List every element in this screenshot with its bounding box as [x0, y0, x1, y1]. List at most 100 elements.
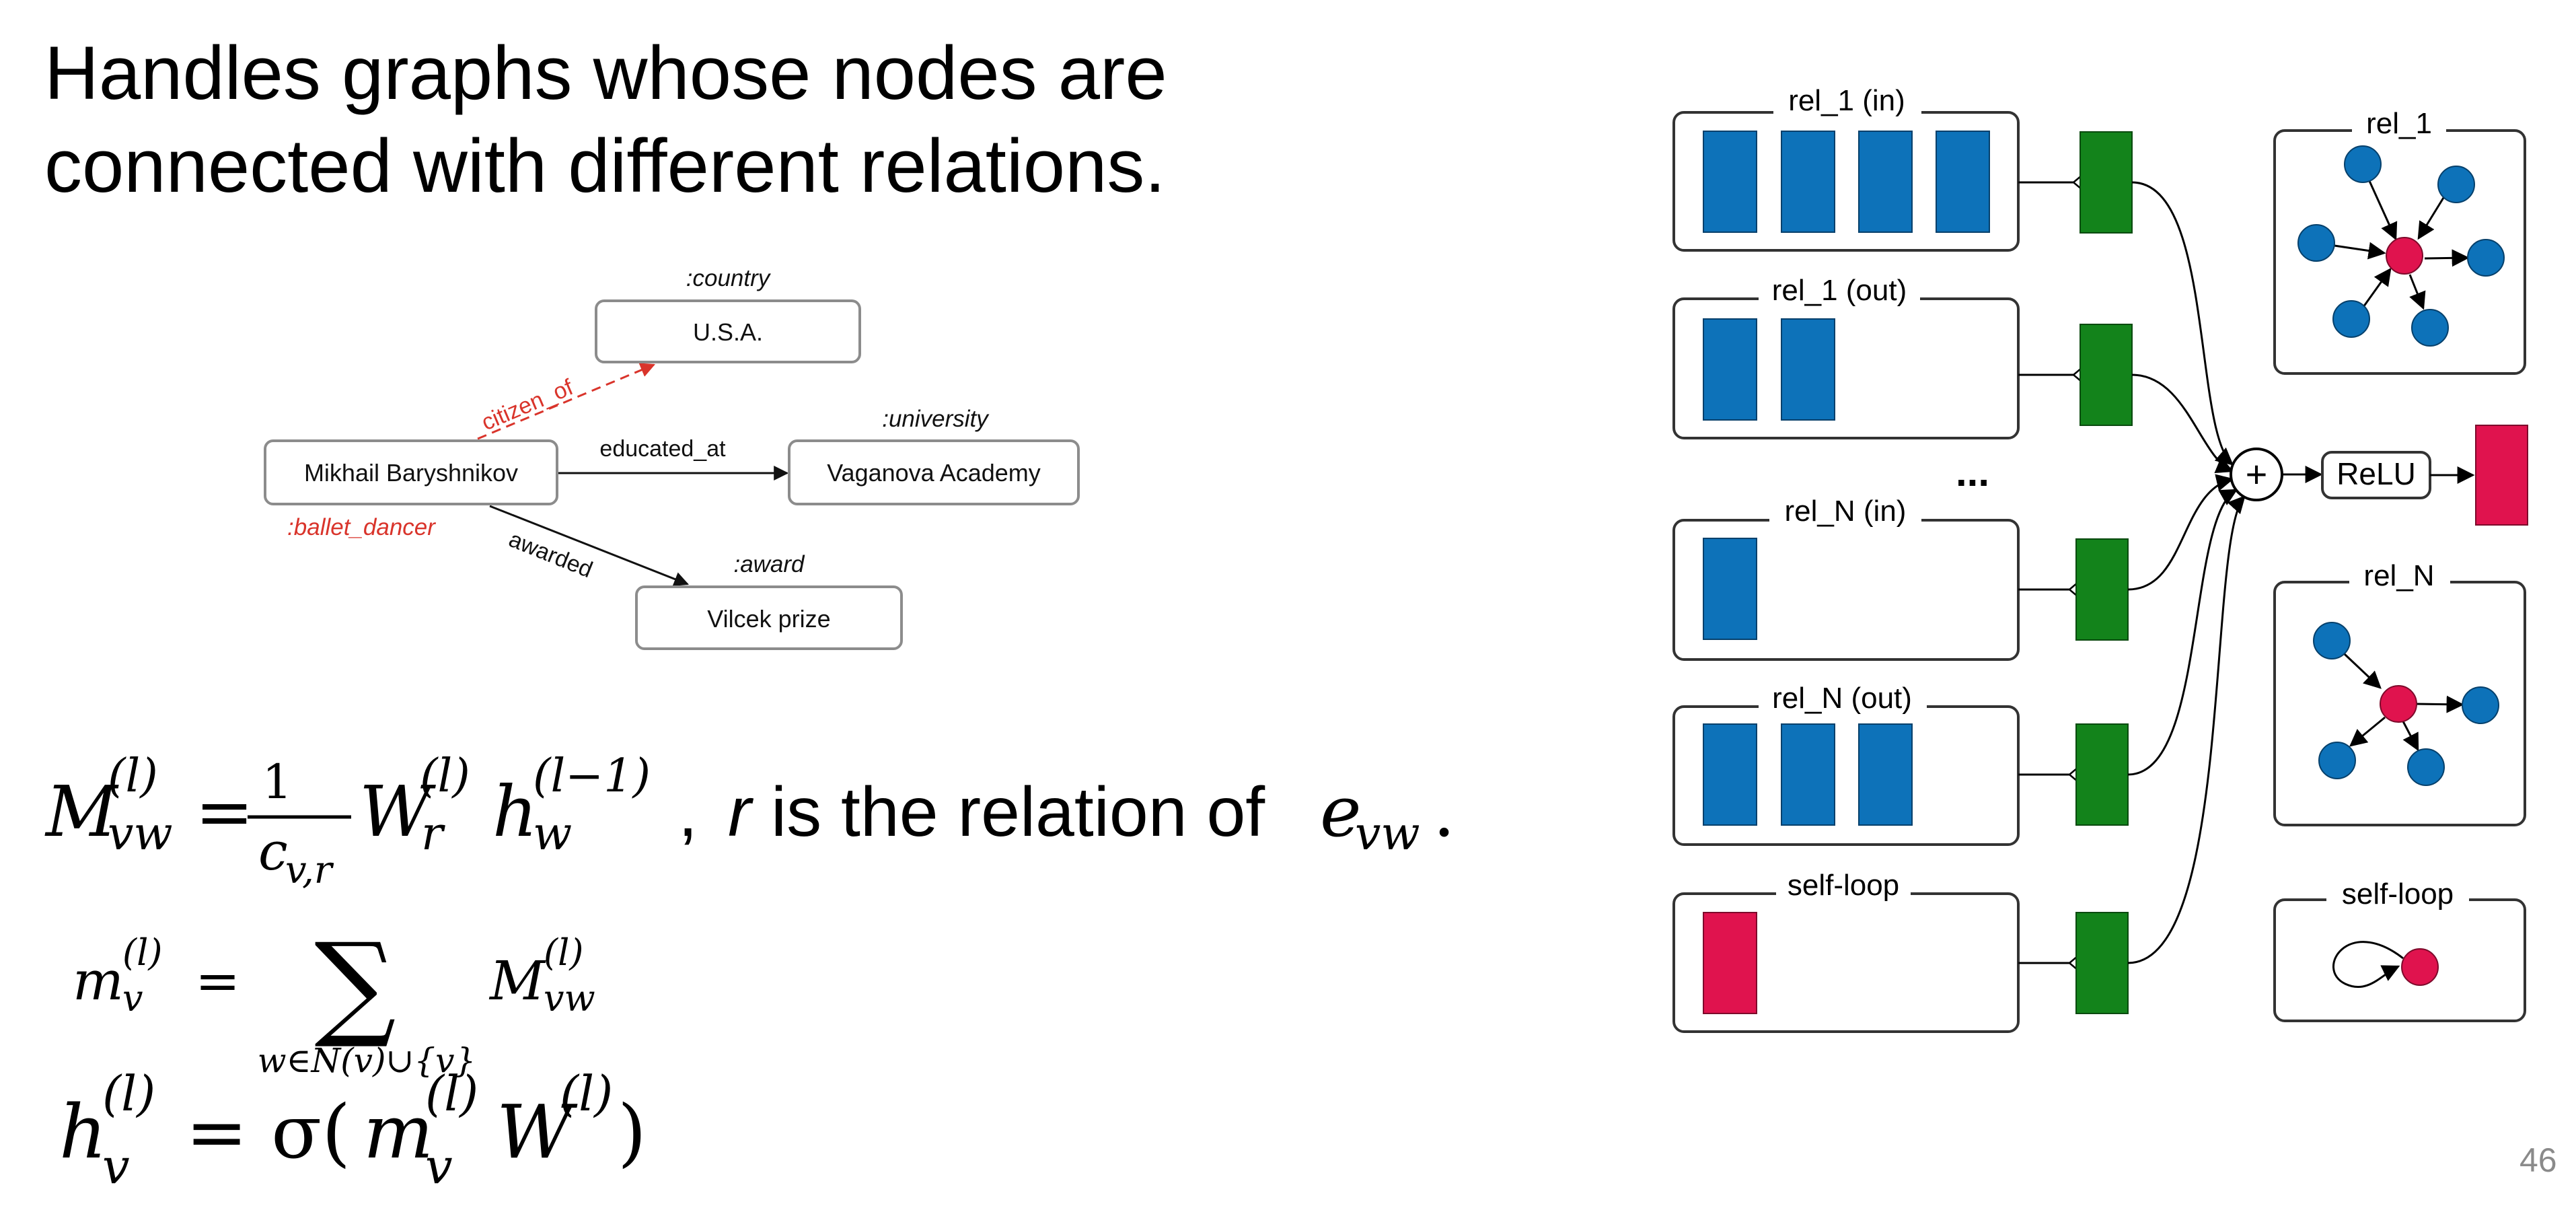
edge-citizen-of — [477, 363, 656, 440]
edge — [2408, 274, 2426, 310]
block-blue — [1858, 131, 1913, 233]
block-blue — [1781, 723, 1835, 826]
eq3-W-sup: (l) — [560, 1065, 613, 1122]
block-green — [2075, 538, 2129, 641]
edge-label-citizen-of: citizen_of — [478, 374, 577, 435]
graph-rel1-label: rel_1 — [2366, 107, 2432, 140]
node-blue — [2467, 239, 2505, 277]
group-rel1-in: rel_1 (in) — [1672, 77, 2020, 252]
node-red — [2380, 685, 2417, 723]
group-rel1-in-label: rel_1 (in) — [1788, 84, 1905, 117]
eq3-m-sub: v — [425, 1138, 453, 1195]
eq1-text: is the relation of — [771, 773, 1265, 851]
eq3-sub: v — [102, 1138, 130, 1195]
slide-title: Handles graphs whose nodes are connected… — [44, 27, 1167, 213]
node-vaganova-label: Vaganova Academy — [827, 459, 1041, 487]
eq1-equals: = — [195, 771, 254, 853]
block-blue — [1936, 131, 1990, 233]
graph-self-loop-box — [2273, 898, 2526, 1022]
node-red — [2386, 237, 2423, 275]
group-rel1-out: rel_1 (out) — [1672, 265, 2020, 439]
eq1-h-sub: w — [533, 808, 572, 861]
eq2-M: M — [488, 950, 546, 1012]
group-relN-in: rel_N (in) — [1672, 486, 2020, 661]
eq1-sub: vw — [108, 808, 173, 861]
edge-label-educated-at: educated_at — [599, 436, 726, 462]
eq1-one: 1 — [262, 754, 293, 810]
eq2-sup: (l) — [122, 931, 162, 974]
block-green — [2075, 912, 2129, 1014]
curve — [2127, 495, 2246, 964]
node-vaganova — [788, 439, 1080, 505]
node-blue — [2411, 309, 2449, 347]
node-mikhail-label: Mikhail Baryshnikov — [304, 459, 518, 487]
eq3-m-sup: (l) — [425, 1065, 478, 1122]
eq1-e-sub: vw — [1355, 808, 1420, 861]
graph-self-loop-label: self-loop — [2342, 878, 2454, 911]
title-line-1: Handles graphs whose nodes are — [44, 31, 1167, 115]
title-line-2: connected with different relations. — [44, 124, 1166, 208]
node-blue — [2297, 224, 2335, 262]
equation-3: h (l) v = σ( m (l) v W (l) ) — [59, 1065, 647, 1195]
eq3-W: W — [496, 1089, 578, 1175]
eq1-W: W — [359, 771, 436, 853]
graph-relN-label-bg — [2349, 552, 2450, 599]
eq1-h-sup: (l−1) — [533, 750, 651, 803]
group-relN-in-label: rel_N (in) — [1785, 495, 1907, 528]
eq2-sum: ∑ — [314, 919, 396, 1052]
curve — [2127, 474, 2234, 591]
eq3-m: m — [363, 1089, 433, 1175]
type-award: :award — [733, 551, 805, 577]
eq2-equals: = — [195, 950, 240, 1012]
group-self-loop-label: self-loop — [1788, 869, 1899, 902]
eq3-close: ) — [618, 1089, 647, 1175]
curve — [2131, 181, 2234, 466]
eq3-equals: = σ( — [186, 1089, 351, 1175]
group-relN-out-label: rel_N (out) — [1772, 682, 1912, 715]
block-green — [2075, 723, 2129, 826]
block-green — [2080, 131, 2133, 234]
type-country: :country — [686, 265, 772, 291]
eq1-h: h — [492, 771, 538, 853]
green-blocks — [2018, 131, 2133, 1014]
edge — [2349, 716, 2386, 747]
group-rel1-out-label-bg — [1759, 265, 1920, 314]
curve — [2131, 373, 2234, 473]
node-blue — [2462, 686, 2499, 724]
group-self-loop-label-bg — [1776, 860, 1911, 908]
output-block — [2475, 425, 2528, 526]
block-red — [1703, 912, 1757, 1014]
node-usa-label: U.S.A. — [693, 318, 763, 346]
node-vilcek-label: Vilcek prize — [707, 605, 830, 633]
node-blue — [2437, 166, 2475, 203]
block-blue — [1703, 538, 1757, 640]
block-blue — [1703, 723, 1757, 826]
kg-example: U.S.A. Mikhail Baryshnikov Vaganova Acad… — [264, 265, 1080, 650]
edge — [2416, 695, 2464, 713]
eq2-M-sup: (l) — [544, 931, 583, 974]
eq1-W-sub: r — [421, 808, 445, 861]
block-blue — [1858, 723, 1913, 826]
eq1-c-sub: v,r — [285, 849, 334, 892]
curve — [2127, 489, 2238, 776]
node-usa — [595, 299, 861, 363]
block-blue — [1703, 318, 1757, 421]
group-relN-out: rel_N (out) — [1672, 673, 2020, 846]
graph-rel1-label-bg — [2352, 101, 2446, 148]
edge — [2365, 173, 2398, 241]
eq1-W-sup: (l) — [420, 750, 470, 803]
sum-node-label: + — [2246, 453, 2268, 495]
node-blue — [2332, 300, 2370, 338]
eq2-m: m — [73, 950, 124, 1012]
relu-label: ReLU — [2336, 456, 2416, 491]
rgcn-diagram: rel_1 (in) rel_1 (out) ... rel_N (in) — [1672, 77, 2528, 1033]
page-number: 46 — [2519, 1141, 2557, 1179]
aggregation-curves — [2127, 181, 2246, 964]
node-blue — [2313, 622, 2351, 660]
type-ballet-dancer: :ballet_dancer — [287, 514, 436, 540]
equation-2: m (l) v = ∑ w∈N(v)∪{v} M (l) vw — [73, 919, 595, 1080]
edge — [2343, 653, 2382, 689]
eq1-c: c — [258, 822, 288, 882]
